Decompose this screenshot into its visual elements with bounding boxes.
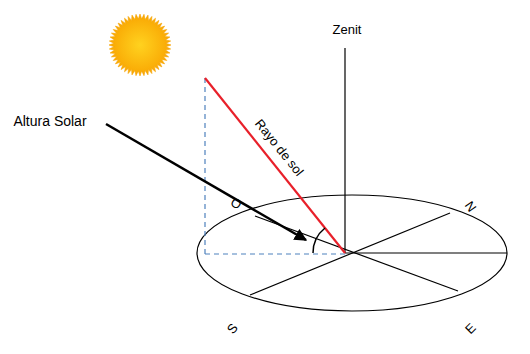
sun-rays bbox=[109, 14, 171, 76]
horizon-ellipse bbox=[197, 195, 507, 311]
zenith-label: Zenit bbox=[333, 23, 362, 36]
sun-symbol bbox=[109, 14, 171, 76]
sun-ray-line bbox=[205, 78, 345, 253]
projection-dashed-line bbox=[204, 78, 205, 254]
north-label: N bbox=[463, 198, 479, 213]
sun-ray-label: Rayo de sol bbox=[252, 116, 305, 178]
angle-arc bbox=[313, 228, 325, 253]
east-label: E bbox=[462, 320, 477, 335]
projection-dashed-line bbox=[205, 253, 345, 254]
south-label: S bbox=[224, 321, 240, 336]
west-label: O bbox=[228, 195, 243, 211]
solar-altitude-label: Altura Solar bbox=[13, 114, 86, 128]
zenith-line bbox=[344, 48, 345, 253]
horizon-radius-line bbox=[345, 252, 507, 253]
